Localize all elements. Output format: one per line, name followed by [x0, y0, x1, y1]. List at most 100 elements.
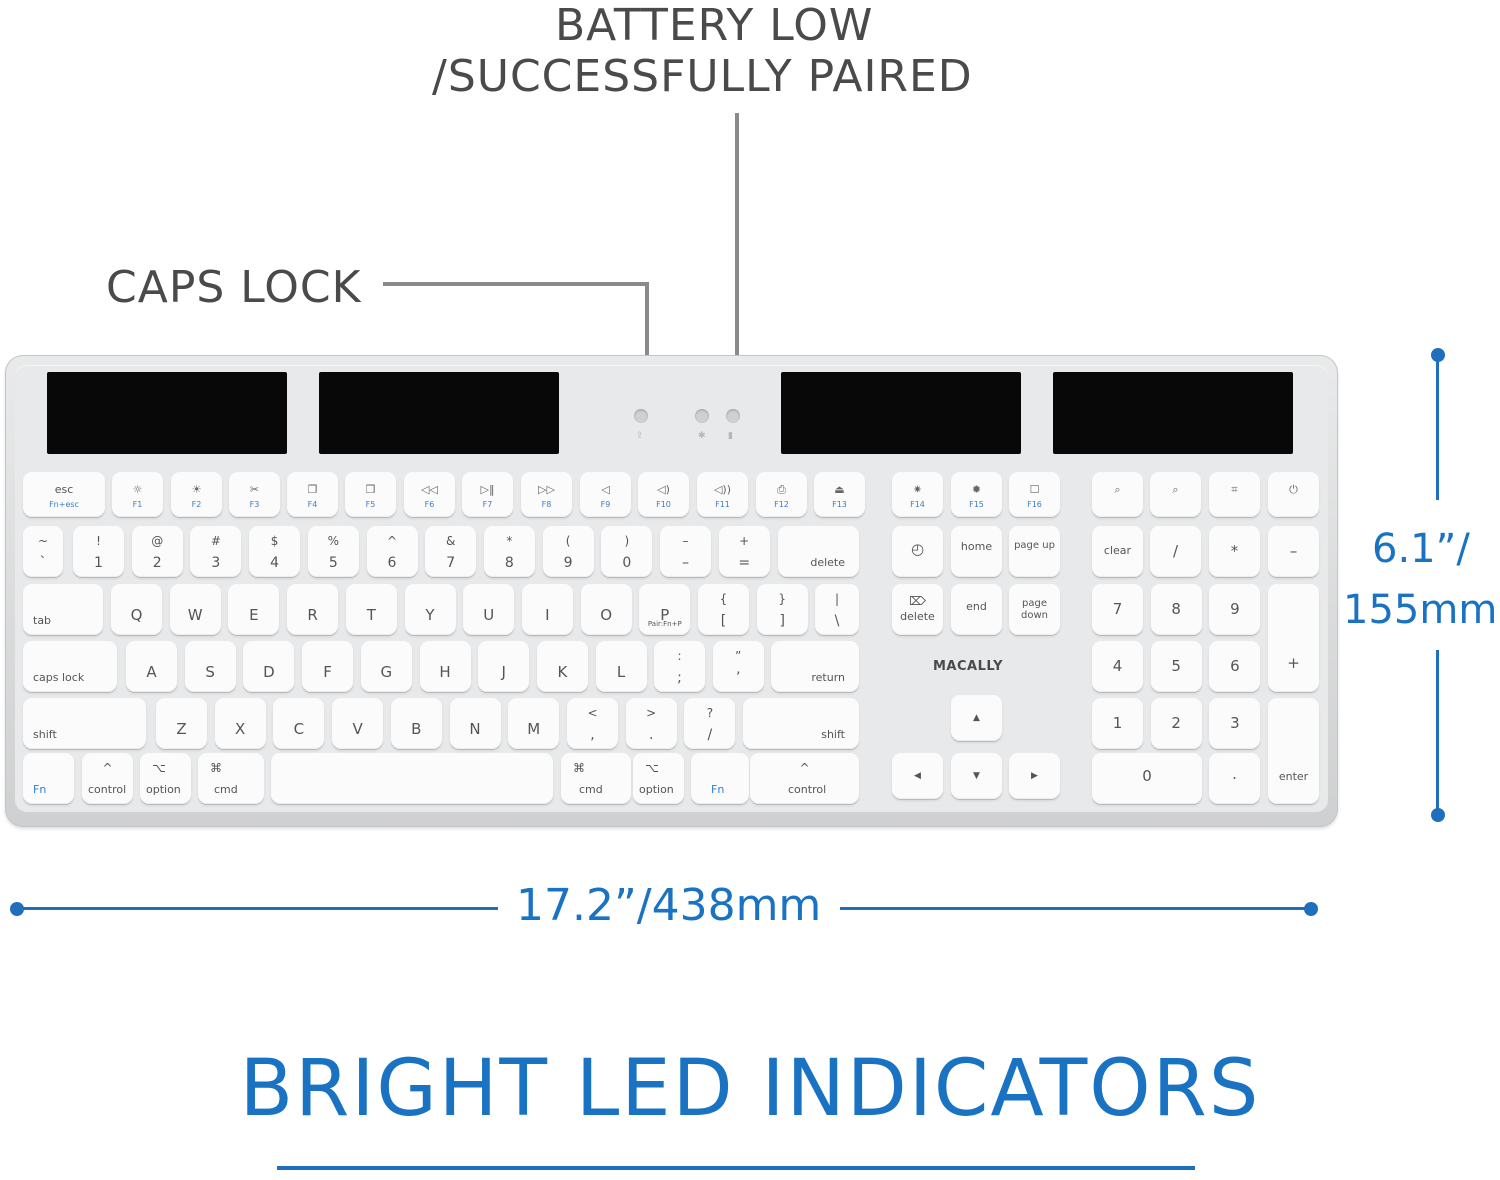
key-symbol[interactable]: {[ [698, 584, 749, 635]
key-left-shift[interactable]: shift [23, 698, 146, 749]
key-v[interactable]: V [332, 698, 384, 749]
key-d[interactable]: D [243, 641, 295, 692]
key-symbol[interactable]: –– [660, 526, 711, 577]
key-right-option[interactable]: ⌥option [633, 753, 684, 804]
key-6[interactable]: ^6 [366, 526, 418, 577]
key-q[interactable]: Q [111, 584, 162, 635]
key-left-command[interactable]: ⌘cmd [198, 753, 264, 804]
key-page-down[interactable]: page down [1009, 584, 1060, 635]
key-caps-lock[interactable]: caps lock [23, 641, 117, 692]
key-period[interactable]: >. [625, 698, 677, 749]
key-numpad-enter[interactable]: enter [1268, 698, 1319, 804]
key-numpad-1[interactable]: 1 [1092, 698, 1143, 749]
key-space[interactable] [271, 753, 553, 804]
key-page-up[interactable]: page up [1009, 526, 1060, 577]
key-s[interactable]: S [184, 641, 236, 692]
key-quote[interactable]: ”’ [712, 641, 764, 692]
key-delete[interactable]: delete [778, 526, 859, 577]
key-f3[interactable]: ✂F3 [229, 472, 280, 517]
key-f12[interactable]: ⎙F12 [756, 472, 807, 517]
key-home[interactable]: home [951, 526, 1002, 577]
key-2[interactable]: @2 [131, 526, 183, 577]
key-7[interactable]: &7 [425, 526, 477, 577]
key-symbol[interactable]: += [718, 526, 770, 577]
key-f7[interactable]: ▷‖F7 [462, 472, 513, 517]
key-h[interactable]: H [419, 641, 471, 692]
key-left-control[interactable]: ^control [82, 753, 133, 804]
key-f5[interactable]: ❒F5 [345, 472, 396, 517]
key-right-control[interactable]: ^control [750, 753, 859, 804]
key-f20[interactable]: ⏻ [1268, 472, 1319, 517]
key-right-command[interactable]: ⌘cmd [561, 753, 631, 804]
key-f19[interactable]: ⌗ [1209, 472, 1260, 517]
key-0[interactable]: )0 [601, 526, 653, 577]
key-e[interactable]: E [228, 584, 280, 635]
key-k[interactable]: K [536, 641, 588, 692]
key-r[interactable]: R [287, 584, 339, 635]
key-numpad-7[interactable]: 7 [1092, 584, 1143, 635]
key-arrow-right[interactable]: ▶ [1009, 753, 1060, 799]
key-g[interactable]: G [360, 641, 412, 692]
key-slash[interactable]: ?/ [684, 698, 736, 749]
key-comma[interactable]: <, [567, 698, 618, 749]
key-semicolon[interactable]: :; [654, 641, 705, 692]
key-f[interactable]: F [302, 641, 354, 692]
key-x[interactable]: X [214, 698, 266, 749]
key-left-option[interactable]: ⌥option [140, 753, 191, 804]
key-numpad-6[interactable]: 6 [1209, 641, 1261, 692]
key-3[interactable]: #3 [190, 526, 242, 577]
key-arrow-left[interactable]: ◀ [892, 753, 943, 799]
key-arrow-up[interactable]: ▲ [951, 695, 1002, 741]
key-o[interactable]: O [580, 584, 632, 635]
key-forward-delete[interactable]: ⌦delete [892, 584, 943, 635]
key-return[interactable]: return [771, 641, 859, 692]
key-f13[interactable]: ⏏F13 [814, 472, 865, 517]
key-backslash[interactable]: |\ [815, 584, 859, 635]
key-4[interactable]: $4 [249, 526, 301, 577]
key-u[interactable]: U [463, 584, 515, 635]
key-f17[interactable]: ⌕ [1092, 472, 1143, 517]
key-f1[interactable]: ☼F1 [112, 472, 163, 517]
key-t[interactable]: T [345, 584, 397, 635]
key-f10[interactable]: ◁)F10 [638, 472, 689, 517]
key-numpad-4[interactable]: 4 [1092, 641, 1143, 692]
key-b[interactable]: B [390, 698, 442, 749]
key-a[interactable]: A [126, 641, 177, 692]
key-numpad-8[interactable]: 8 [1150, 584, 1202, 635]
key-numpad-dot[interactable]: . [1209, 753, 1260, 804]
key-m[interactable]: M [508, 698, 560, 749]
key-j[interactable]: J [478, 641, 530, 692]
key-clear[interactable]: clear [1092, 526, 1143, 577]
key-right-fn[interactable]: Fn [691, 753, 749, 804]
key-numpad-2[interactable]: 2 [1150, 698, 1202, 749]
key-9[interactable]: (9 [542, 526, 594, 577]
key-z[interactable]: Z [156, 698, 207, 749]
key-f16[interactable]: ☐F16 [1009, 472, 1060, 517]
key-1[interactable]: !1 [73, 526, 124, 577]
key-arrow-down[interactable]: ▼ [951, 753, 1002, 799]
key-l[interactable]: L [595, 641, 647, 692]
key-end[interactable]: end [951, 584, 1002, 635]
key-w[interactable]: W [169, 584, 221, 635]
key-numpad-9[interactable]: 9 [1209, 584, 1261, 635]
key-f8[interactable]: ▷▷F8 [521, 472, 572, 517]
key-numpad-minus[interactable]: – [1268, 526, 1319, 577]
key-numpad-divide[interactable]: / [1150, 526, 1201, 577]
key-symbol[interactable]: }] [756, 584, 808, 635]
key-f9[interactable]: ◁F9 [580, 472, 631, 517]
key-numpad-plus[interactable]: + [1268, 584, 1319, 692]
key-numpad-multiply[interactable]: * [1209, 526, 1260, 577]
key-i[interactable]: I [521, 584, 573, 635]
key-f6[interactable]: ◁◁F6 [404, 472, 455, 517]
key-8[interactable]: *8 [483, 526, 535, 577]
key-f14[interactable]: ✷F14 [892, 472, 943, 517]
key-numpad-3[interactable]: 3 [1209, 698, 1261, 749]
key-n[interactable]: N [449, 698, 501, 749]
key-f18[interactable]: ⌕ [1150, 472, 1201, 517]
key-5[interactable]: %5 [307, 526, 359, 577]
key-f15[interactable]: ✹F15 [951, 472, 1002, 517]
key-f4[interactable]: ❐F4 [287, 472, 338, 517]
key-y[interactable]: Y [404, 584, 456, 635]
